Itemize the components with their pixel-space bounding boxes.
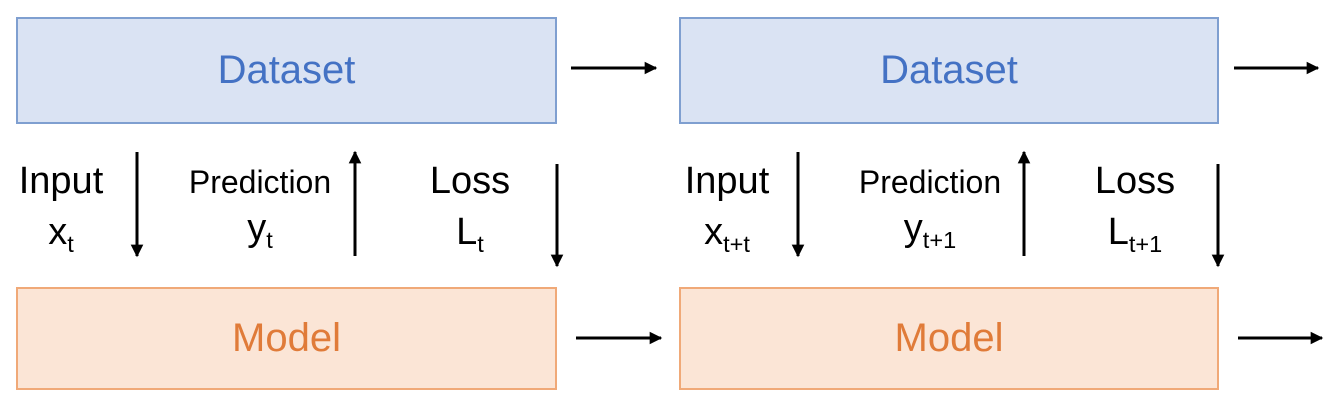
input-name-2: Input — [684, 160, 770, 202]
prediction-label-2: Prediction yt+1 — [846, 164, 1014, 254]
input-symbol-2: x — [704, 211, 724, 253]
loss-symbol-1: L — [456, 211, 478, 253]
loss-label-1: Loss Lt — [420, 160, 520, 258]
input-label-2: Input xt+t — [676, 160, 778, 258]
dataset-box-2: Dataset — [679, 17, 1219, 124]
prediction-name-1: Prediction — [188, 164, 332, 200]
dataset-box-1: Dataset — [16, 17, 557, 124]
input-subscript-2: t+t — [723, 231, 750, 258]
input-subscript-1: t — [67, 231, 74, 258]
loss-subscript-1: t — [477, 231, 484, 258]
input-symbol-1: x — [48, 211, 68, 253]
input-label-1: Input xt — [10, 160, 112, 258]
prediction-subscript-1: t — [266, 227, 273, 254]
input-name-1: Input — [18, 160, 104, 202]
prediction-symbol-1: y — [247, 207, 267, 249]
prediction-symbol-2: y — [903, 207, 923, 249]
prediction-subscript-2: t+1 — [922, 227, 957, 254]
dataset-label-2: Dataset — [880, 48, 1018, 92]
dataset-label-1: Dataset — [217, 48, 356, 92]
loss-symbol-2: L — [1107, 211, 1129, 253]
prediction-label-1: Prediction yt — [176, 164, 344, 254]
loss-name-2: Loss — [1094, 160, 1176, 202]
model-label-1: Model — [232, 316, 341, 360]
model-label-2: Model — [894, 316, 1004, 360]
loss-name-1: Loss — [429, 160, 511, 202]
prediction-name-2: Prediction — [858, 164, 1002, 200]
model-box-2: Model — [679, 287, 1219, 390]
loss-label-2: Loss Lt+1 — [1080, 160, 1190, 258]
model-box-1: Model — [16, 287, 557, 390]
loss-subscript-2: t+1 — [1128, 231, 1163, 258]
